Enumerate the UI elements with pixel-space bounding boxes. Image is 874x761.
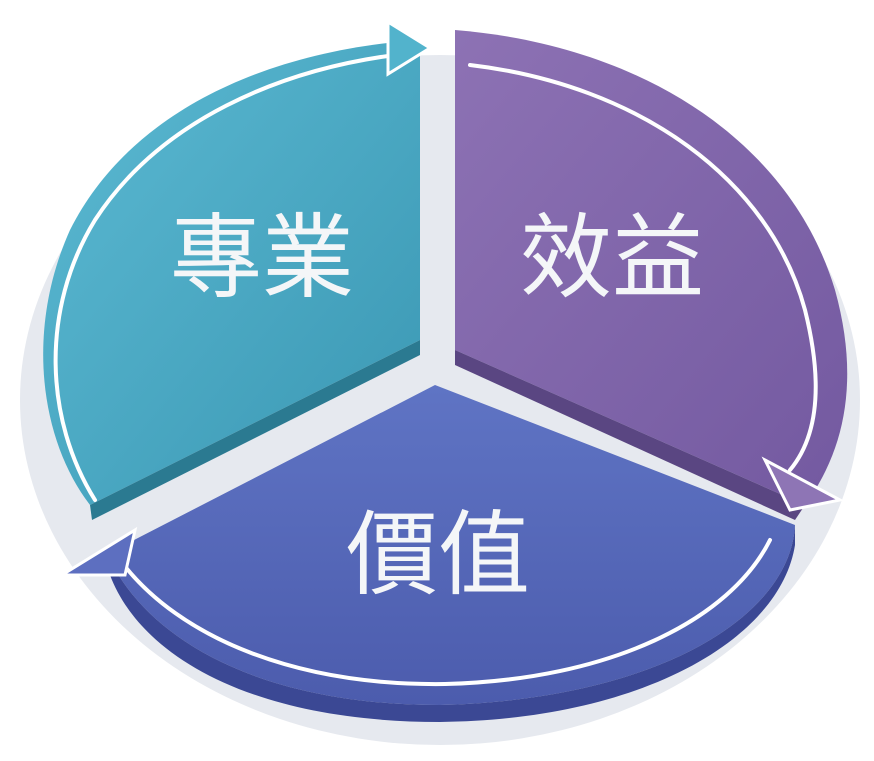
segment-benefit-shape: [455, 30, 848, 505]
segment-value: [105, 385, 795, 722]
arrow-benefit-to-value: [468, 63, 818, 472]
segment-professional-edge: [90, 340, 420, 520]
segment-professional-shape: [43, 40, 421, 505]
segment-professional: [43, 40, 421, 520]
segment-label-value: 價值: [346, 502, 530, 609]
arrow-head-left-icon: [56, 526, 138, 577]
segment-label-professional: 專業: [170, 205, 354, 312]
arrow-head-down-icon: [761, 456, 845, 512]
segment-benefit: [455, 30, 848, 520]
segment-benefit-edge: [455, 350, 805, 520]
arrow-professional-to-benefit: [53, 53, 397, 502]
cycle-arrows: [53, 53, 818, 687]
segment-value-shape: [105, 385, 795, 705]
arrow-head-right-icon: [386, 19, 433, 77]
segment-label-benefit: 效益: [520, 205, 704, 312]
arrow-value-to-professional: [118, 538, 772, 687]
